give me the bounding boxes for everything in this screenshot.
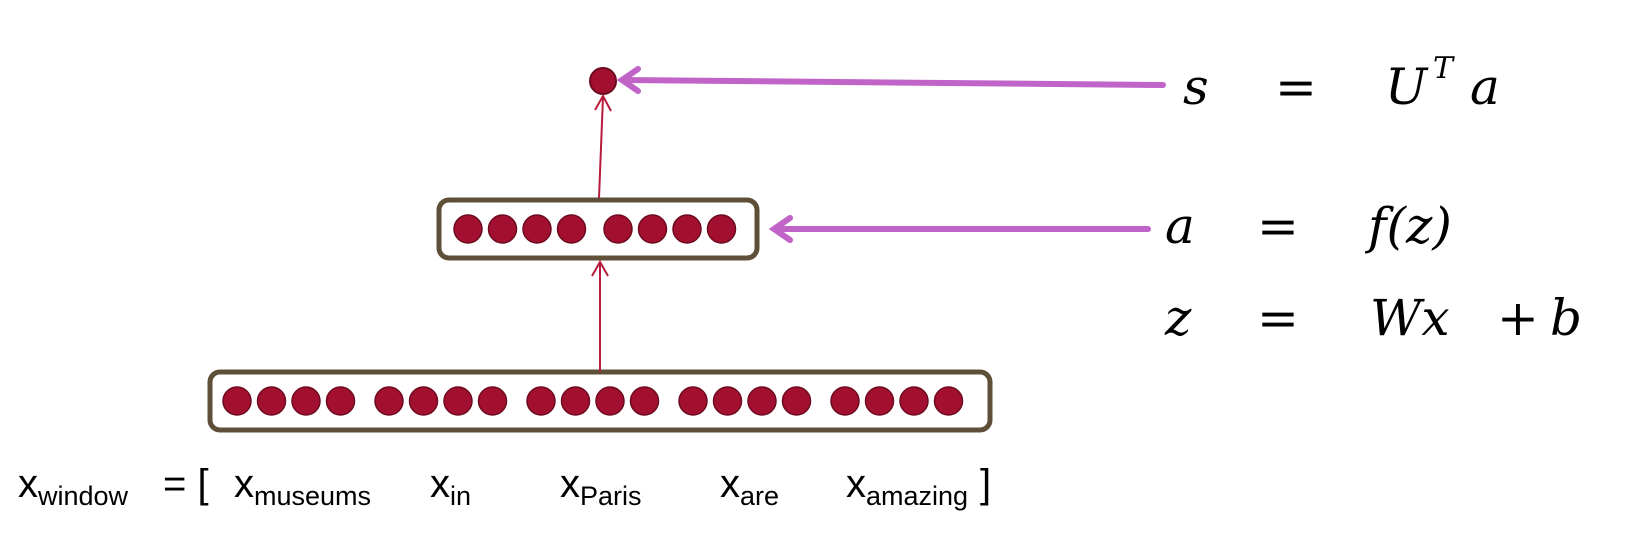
- linear-lhs: z: [1164, 289, 1192, 347]
- score-lhs: s: [1183, 58, 1209, 116]
- hidden-neuron: [706, 214, 737, 244]
- word-paris: xParis: [560, 462, 642, 511]
- score-rhs-u: U: [1385, 58, 1429, 116]
- word-sub: are: [740, 481, 779, 511]
- word-x: x: [430, 462, 450, 506]
- linear-rhs-wx: Wx: [1370, 289, 1450, 347]
- word-in: xin: [430, 462, 471, 511]
- input-neuron: [526, 386, 556, 416]
- score-rhs-transpose: T: [1433, 51, 1455, 86]
- activation-annotation-arrow: [768, 215, 1151, 243]
- activation-equals: =: [1257, 197, 1299, 255]
- input-neuron: [291, 386, 321, 416]
- hidden-neuron: [522, 214, 552, 244]
- hidden-neuron: [453, 214, 483, 244]
- input-neuron: [222, 386, 252, 416]
- input-neuron: [374, 386, 404, 416]
- output-neuron: [589, 67, 617, 95]
- word-sub: Paris: [580, 481, 642, 511]
- linear-rhs-plus: +: [1497, 289, 1539, 347]
- score-rhs-a: a: [1470, 58, 1500, 116]
- hidden-neuron: [637, 214, 668, 244]
- word-sub: museums: [254, 481, 371, 511]
- word-x: x: [846, 462, 866, 506]
- word-sub: in: [450, 481, 471, 511]
- word-museums: xmuseums: [234, 462, 371, 511]
- word-sub: amazing: [866, 481, 968, 511]
- input-neuron: [256, 386, 287, 416]
- input-neuron: [864, 386, 895, 416]
- window-label-x: x: [18, 462, 38, 506]
- activation-lhs: a: [1165, 197, 1195, 255]
- input-neuron: [747, 386, 777, 416]
- input-neuron: [443, 386, 473, 416]
- window-close-bracket: ]: [980, 462, 991, 506]
- input-neuron: [325, 386, 356, 416]
- input-neuron: [408, 386, 439, 416]
- input-neuron: [629, 386, 660, 416]
- hidden-neuron: [603, 214, 633, 244]
- window-label-sub: window: [37, 481, 129, 511]
- activation-rhs: f(z): [1364, 197, 1452, 255]
- input-neuron: [595, 386, 625, 416]
- input-neurons: [222, 386, 964, 416]
- input-to-hidden-arrow: [591, 259, 609, 372]
- hidden-neurons: [453, 214, 737, 244]
- input-neuron: [477, 386, 508, 416]
- input-neuron: [781, 386, 812, 416]
- input-neuron: [678, 386, 708, 416]
- window-equals-bracket: = [: [163, 462, 209, 506]
- word-x: x: [560, 462, 580, 506]
- linear-equals: =: [1257, 289, 1299, 347]
- input-neuron: [560, 386, 591, 416]
- word-are: xare: [720, 462, 779, 511]
- window-label: xwindow: [18, 462, 129, 511]
- word-x: x: [234, 462, 254, 506]
- hidden-neuron: [672, 214, 702, 244]
- word-x: x: [720, 462, 740, 506]
- word-amazing: xamazing: [846, 462, 968, 511]
- input-neuron: [712, 386, 743, 416]
- input-neuron: [830, 386, 860, 416]
- score-annotation-arrow: [616, 66, 1166, 94]
- input-neuron: [899, 386, 929, 416]
- hidden-layer-box: [436, 197, 760, 261]
- hidden-neuron: [487, 214, 518, 244]
- hidden-to-output-arrow: [594, 93, 612, 199]
- input-neuron: [933, 386, 964, 416]
- hidden-neuron: [556, 214, 587, 244]
- score-equals: =: [1275, 58, 1317, 116]
- linear-rhs-b: b: [1550, 289, 1582, 347]
